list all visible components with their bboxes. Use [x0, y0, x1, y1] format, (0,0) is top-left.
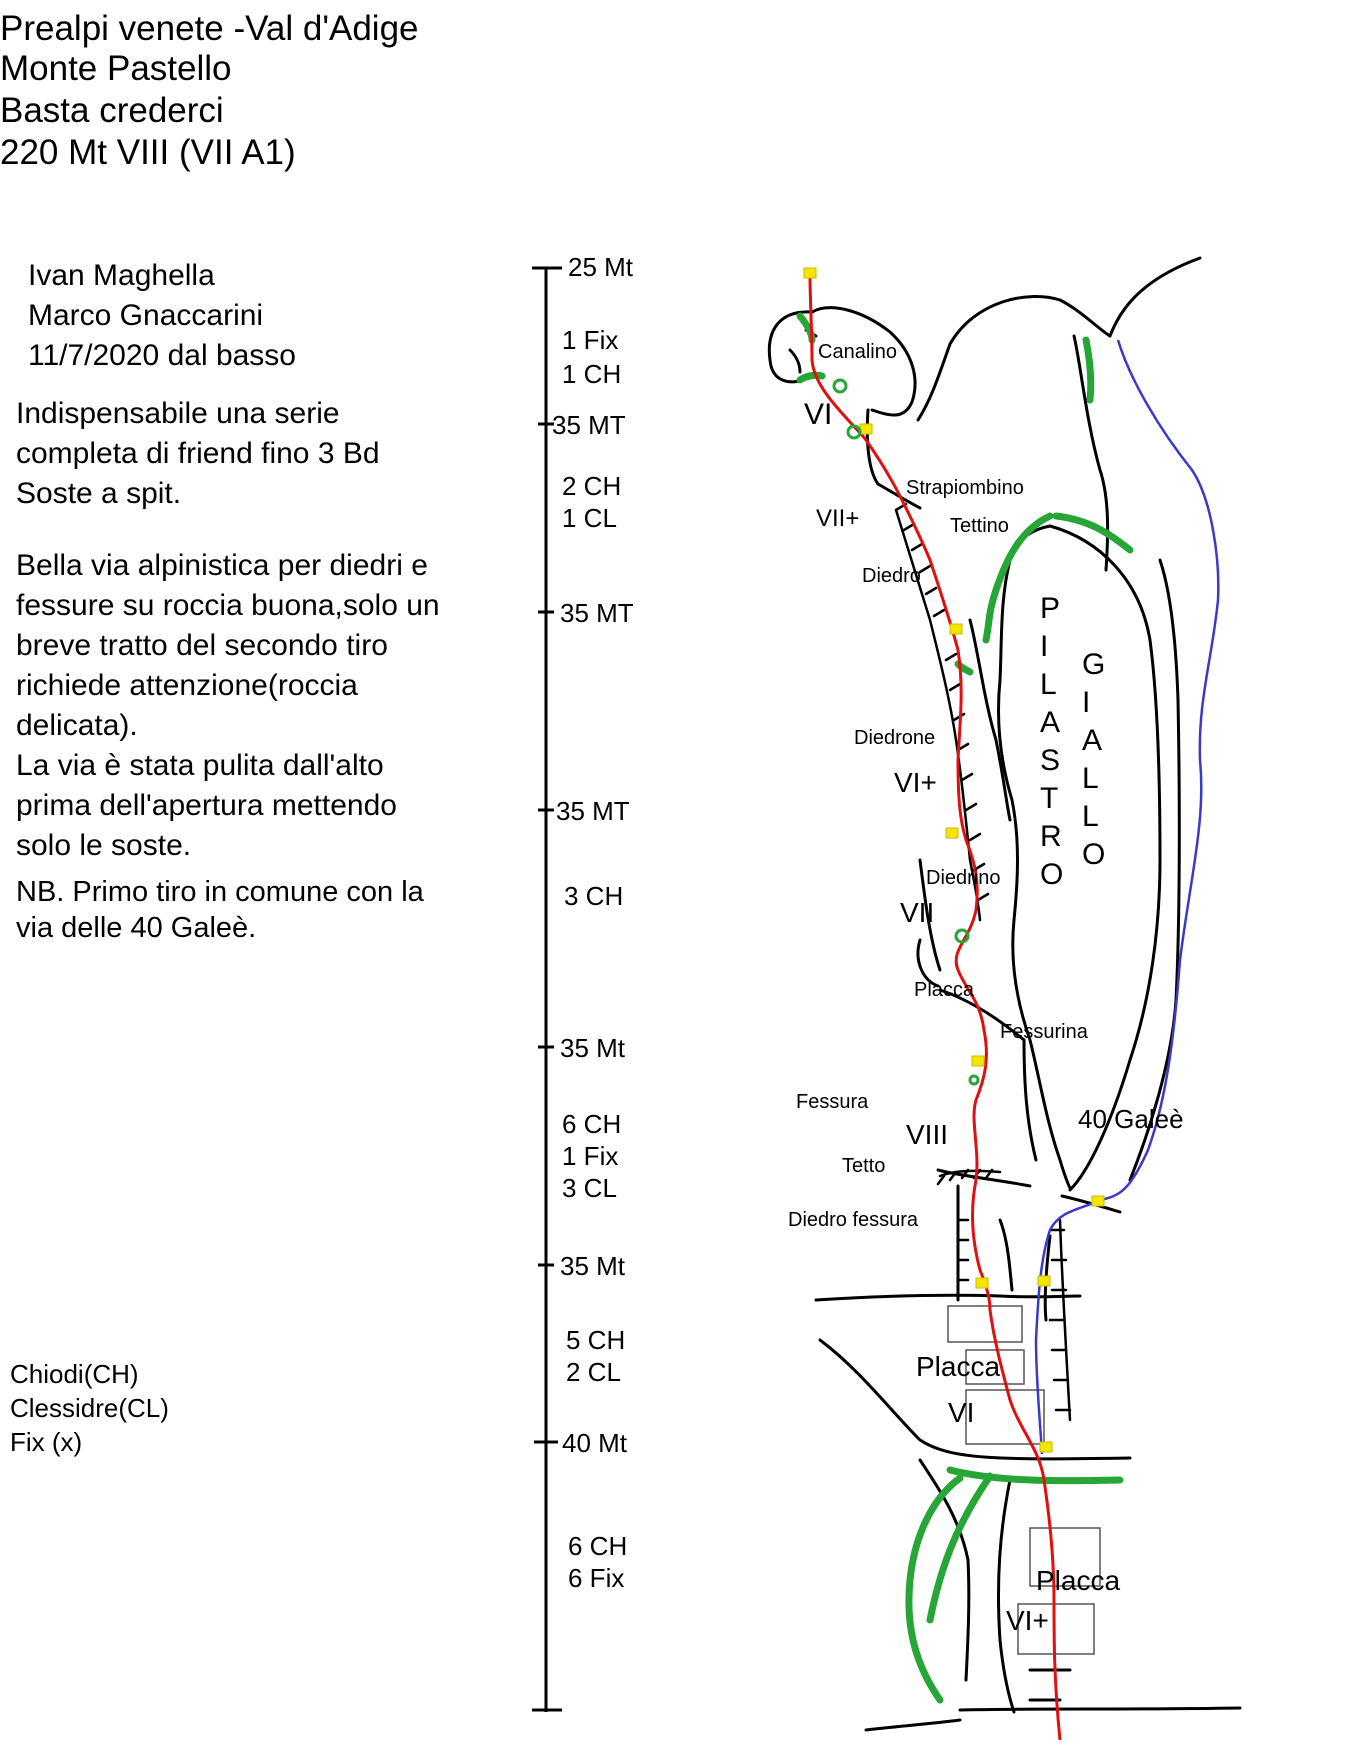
- pilastro-letter: O: [1040, 858, 1063, 891]
- pitch-length: 40 Mt: [562, 1428, 628, 1458]
- note-line: delicata).: [16, 709, 138, 742]
- pitch-gear: 2 CL: [566, 1357, 621, 1387]
- giallo-letter: L: [1082, 762, 1099, 795]
- grade-vii: VII: [900, 897, 934, 928]
- pitch-length: 25 Mt: [568, 252, 634, 282]
- route-line-40-galee: [1034, 339, 1220, 1455]
- pilastro-letter: I: [1040, 630, 1048, 663]
- pitch-length: 35 MT: [560, 598, 634, 628]
- pitch-gear: 6 CH: [562, 1109, 622, 1139]
- giallo-letter: G: [1082, 648, 1105, 681]
- pitch-gear: 1 Fix: [562, 1141, 619, 1171]
- grade-vi-low: VI: [948, 1397, 974, 1428]
- scale-bar: [532, 266, 562, 1712]
- grade-vi-top: VI: [804, 398, 832, 431]
- pitch-gear: 1 CL: [562, 503, 617, 533]
- label-placca-mid: Placca: [914, 979, 975, 1001]
- pitch-length: 35 Mt: [560, 1033, 626, 1063]
- pitch-gear: 5 CH: [566, 1325, 626, 1355]
- giallo-letter: O: [1082, 838, 1105, 871]
- label-fessurina: Fessurina: [1000, 1021, 1089, 1043]
- pitch-length: 35 MT: [556, 796, 630, 826]
- author-2: Marco Gnaccarini: [28, 299, 264, 332]
- pitch-gear: 2 CH: [562, 471, 622, 501]
- label-tetto: Tetto: [842, 1155, 885, 1177]
- label-40-galee: 40 Galeè: [1078, 1104, 1184, 1134]
- note-line: prima dell'apertura mettendo: [16, 789, 397, 822]
- pitch-gear: 1 Fix: [562, 325, 619, 355]
- pitch-length: 35 Mt: [560, 1251, 626, 1281]
- note-line: Bella via alpinistica per diedri e: [16, 549, 428, 582]
- pitch-gear: 1 CH: [562, 359, 622, 389]
- label-diedrone: Diedrone: [854, 727, 935, 749]
- label-diedrino: Diedrino: [926, 867, 1000, 889]
- note-line: breve tratto del secondo tiro: [16, 629, 388, 662]
- note-line: Indispensabile una serie: [16, 397, 340, 430]
- vegetation: [796, 312, 1134, 1704]
- pilastro-letter: A: [1040, 706, 1060, 739]
- note-line: Soste a spit.: [16, 477, 182, 510]
- pitch-gear: 3 CL: [562, 1173, 617, 1203]
- grade-vi-plus-base: VI+: [1006, 1605, 1049, 1636]
- legend-fix: Fix (x): [10, 1427, 83, 1457]
- pilastro-letter: T: [1040, 782, 1058, 815]
- label-diedro: Diedro: [862, 565, 921, 587]
- label-diedro-fessura: Diedro fessura: [788, 1209, 919, 1231]
- grade-vi-plus: VI+: [894, 767, 937, 798]
- note-line: via delle 40 Galeè.: [16, 912, 257, 944]
- route-grade: 220 Mt VIII (VII A1): [0, 133, 296, 172]
- giallo-letter: A: [1082, 724, 1102, 757]
- note-line: richiede attenzione(roccia: [16, 669, 358, 702]
- note-line: solo le soste.: [16, 829, 192, 862]
- pitch-gear: 3 CH: [564, 881, 624, 911]
- pitch-gear: 6 Fix: [568, 1563, 625, 1593]
- giallo-letter: I: [1082, 686, 1090, 719]
- author-1: Ivan Maghella: [28, 259, 215, 292]
- route-name: Basta crederci: [0, 91, 224, 130]
- bolt-rings: [832, 378, 980, 1086]
- note-line: completa di friend fino 3 Bd: [16, 437, 380, 470]
- pilastro-letter: L: [1040, 668, 1057, 701]
- topo-labels: Canalino VI Strapiombino VII+ Tettino Di…: [788, 341, 1184, 1636]
- label-fessura: Fessura: [796, 1091, 869, 1113]
- grade-viii: VIII: [906, 1119, 948, 1150]
- label-canalino: Canalino: [818, 341, 897, 363]
- pitch-length: 35 MT: [552, 410, 626, 440]
- pitch-gear: 6 CH: [568, 1531, 628, 1561]
- legend-threads: Clessidre(CL): [10, 1393, 169, 1423]
- label-strapiombino: Strapiombino: [906, 477, 1024, 499]
- topo-region: Prealpi venete -Val d'Adige: [0, 9, 419, 48]
- grade-vii-plus: VII+: [816, 505, 859, 532]
- note-line: NB. Primo tiro in comune con la: [16, 876, 424, 908]
- pilastro-letter: R: [1040, 820, 1062, 853]
- label-placca-base: Placca: [1036, 1565, 1120, 1596]
- label-placca-low: Placca: [916, 1351, 1000, 1382]
- legend-pitons: Chiodi(CH): [10, 1359, 139, 1389]
- label-tettino: Tettino: [950, 515, 1009, 537]
- pilastro-letter: S: [1040, 744, 1060, 777]
- giallo-letter: L: [1082, 800, 1099, 833]
- pilastro-letter: P: [1040, 592, 1060, 625]
- topo-peak: Monte Pastello: [0, 49, 232, 88]
- first-ascent-date: 11/7/2020 dal basso: [28, 339, 296, 372]
- note-line: fessure su roccia buona,solo un: [16, 589, 440, 622]
- note-line: La via è stata pulita dall'alto: [16, 749, 384, 782]
- route-line-basta-crederci: [808, 273, 1062, 1741]
- belay-markers: [803, 267, 1105, 1453]
